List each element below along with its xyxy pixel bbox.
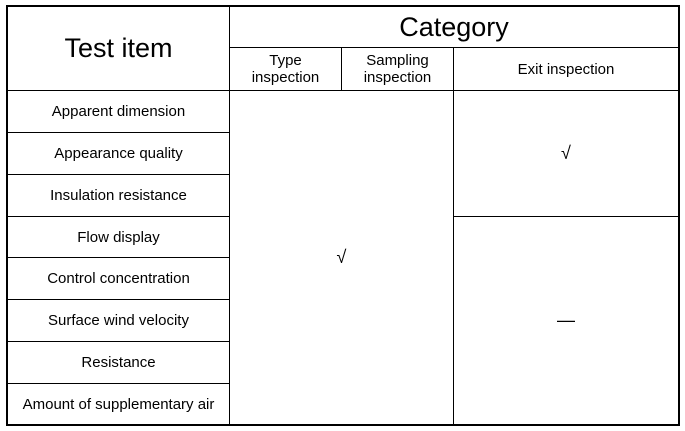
row-divider bbox=[6, 299, 230, 300]
header-type-inspection-line2: inspection bbox=[251, 69, 320, 86]
row-divider bbox=[6, 216, 230, 217]
header-test-item: Test item bbox=[64, 33, 173, 63]
border-top bbox=[6, 5, 680, 7]
divider-test-item bbox=[229, 5, 230, 426]
header-sampling-inspection-line1: Sampling bbox=[366, 52, 429, 69]
header-type-inspection-line1: Type bbox=[269, 52, 302, 69]
mark-type-sampling: √ bbox=[336, 247, 347, 267]
header-sampling-inspection: Sampling inspection bbox=[342, 48, 453, 90]
row-divider bbox=[6, 174, 230, 175]
mark-exit-second-group: — bbox=[557, 310, 575, 330]
border-right bbox=[678, 5, 680, 426]
row-test-item: Amount of supplementary air bbox=[22, 395, 215, 413]
divider-sampling-exit bbox=[453, 47, 454, 426]
border-bottom bbox=[6, 424, 680, 426]
row-test-item: Apparent dimension bbox=[51, 103, 186, 120]
row-test-item: Flow display bbox=[77, 228, 160, 246]
row-test-item: Surface wind velocity bbox=[48, 312, 189, 329]
row-test-item: Control concentration bbox=[47, 270, 190, 287]
header-sampling-inspection-line2: inspection bbox=[363, 69, 432, 86]
row-divider bbox=[6, 132, 230, 133]
header-exit-inspection: Exit inspection bbox=[517, 60, 615, 78]
divider-exit-groups bbox=[453, 216, 680, 217]
divider-category bbox=[229, 47, 680, 48]
row-divider bbox=[6, 257, 230, 258]
row-divider bbox=[6, 341, 230, 342]
header-type-inspection: Type inspection bbox=[230, 48, 341, 90]
header-category: Category bbox=[399, 11, 509, 42]
border-left bbox=[6, 5, 8, 426]
row-test-item: Resistance bbox=[81, 354, 156, 371]
divider-type-sampling bbox=[341, 47, 342, 90]
row-test-item: Insulation resistance bbox=[50, 187, 187, 204]
mark-exit-first-group: √ bbox=[561, 143, 571, 163]
divider-header bbox=[6, 90, 680, 91]
row-divider bbox=[6, 383, 230, 384]
row-test-item: Appearance quality bbox=[54, 145, 183, 162]
